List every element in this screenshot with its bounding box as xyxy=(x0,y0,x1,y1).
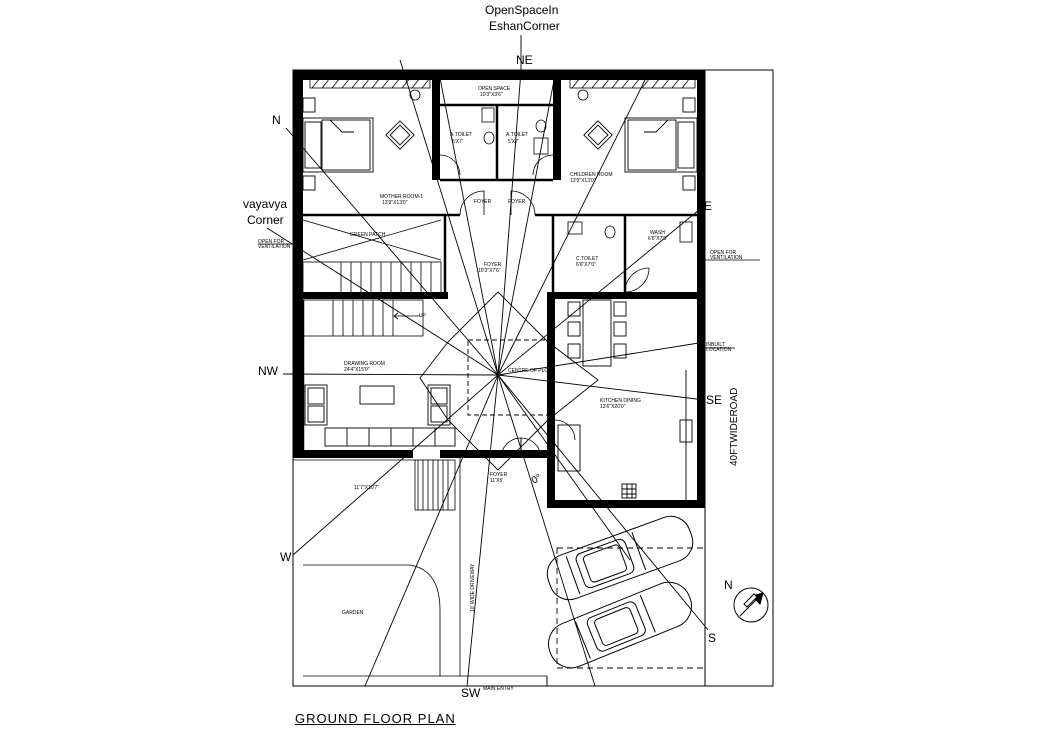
wash-size: 6'6"X7'0" xyxy=(648,236,668,242)
children-room-size: 13'9"X13'0" xyxy=(570,178,596,184)
foyer-center-size: 10'3"X7'6" xyxy=(478,268,501,274)
open-ventilation-left-note: OPEN FOR VENTILATION xyxy=(258,239,291,250)
mother-room-size: 13'9"X13'0" xyxy=(382,200,408,206)
main-entry-label: MAIN ENTRY xyxy=(483,686,514,692)
direction-s: S xyxy=(708,631,717,645)
open-space-label-line2: EshanCorner xyxy=(489,19,560,33)
c-toilet-size: 6'6"X7'0" xyxy=(576,262,596,268)
vastu-direction-lines xyxy=(266,35,709,687)
fixtures xyxy=(481,107,693,243)
beds xyxy=(302,97,698,191)
kitchen-size: 13'6"X20'0" xyxy=(600,404,626,410)
kitchen-label: KITCHEN DINING xyxy=(600,398,641,404)
direction-n: N xyxy=(272,113,281,127)
staircase xyxy=(302,219,442,337)
brahmasthan-square xyxy=(419,291,706,669)
parked-cars xyxy=(546,515,694,669)
green-patch-label: GREEN PATCH xyxy=(350,232,386,238)
centre-of-plot-label: CENTRE OF PLOT xyxy=(508,368,552,374)
a-toilet-1-size: 5'X7' xyxy=(452,139,463,145)
foyer-left-label: FOYER xyxy=(474,199,492,205)
open-space-label-line1: OpenSpaceIn xyxy=(485,3,559,17)
foyer-right-label: FOYER xyxy=(508,199,526,205)
direction-w: W xyxy=(280,550,292,564)
inbuilt-location-note: INBUILT LOCATION xyxy=(706,342,732,353)
open-space-room-label: OPEN SPACE xyxy=(478,86,511,92)
drawing-room-label: DRAWING ROOM xyxy=(344,361,385,367)
drawing-title: GROUND FLOOR PLAN xyxy=(295,711,456,726)
garden-label: GARDEN xyxy=(342,610,364,616)
note-leaders xyxy=(258,243,760,349)
sofa-set xyxy=(304,384,456,447)
foyer-bottom-size: 11'X5' xyxy=(490,478,504,484)
direction-ne: NE xyxy=(516,53,533,67)
c-toilet-label: C.TOILET xyxy=(576,256,599,262)
drawing-room-size: 24'4"X15'0" xyxy=(344,367,370,373)
open-ventilation-right-note: OPEN FOR VENTILATION xyxy=(710,250,743,261)
stair-up-label: UP xyxy=(419,313,426,319)
a-toilet-2-label: A.TOILET xyxy=(506,132,529,138)
exterior-walls xyxy=(293,70,705,508)
window-hatching xyxy=(309,75,696,101)
mother-room-label: MOTHER ROOM-1 xyxy=(380,194,424,200)
vayavya-label-line2: Corner xyxy=(247,213,284,227)
a-toilet-1-label: A.TOILET xyxy=(450,132,473,138)
driveway-label: 10' WIDE DRIVEWAY xyxy=(470,563,476,612)
direction-se: SE xyxy=(706,393,723,407)
open-space-room-size: 10'3"X3'6" xyxy=(480,92,503,98)
door-swings xyxy=(439,154,650,459)
vayavya-label-line1: vayavya xyxy=(243,197,288,211)
road-label: 40FTWIDEROAD xyxy=(729,387,740,466)
foyer-bottom-label: FOYER xyxy=(490,472,508,478)
direction-e: E xyxy=(704,199,713,213)
interior-walls xyxy=(301,103,697,450)
direction-sw: SW xyxy=(461,686,481,700)
wash-label: WASH xyxy=(650,230,665,236)
children-room-label: CHILDREN ROOM xyxy=(570,172,613,178)
north-arrow-icon xyxy=(733,587,769,623)
direction-nw: NW xyxy=(258,364,278,378)
north-arrow-label: N xyxy=(724,578,733,592)
foyer-center-label: FOYER xyxy=(484,262,502,268)
porch-size: 11'7"X10'7" xyxy=(354,485,380,491)
porch-area xyxy=(293,458,547,677)
a-toilet-2-size: 5'X7' xyxy=(508,139,519,145)
